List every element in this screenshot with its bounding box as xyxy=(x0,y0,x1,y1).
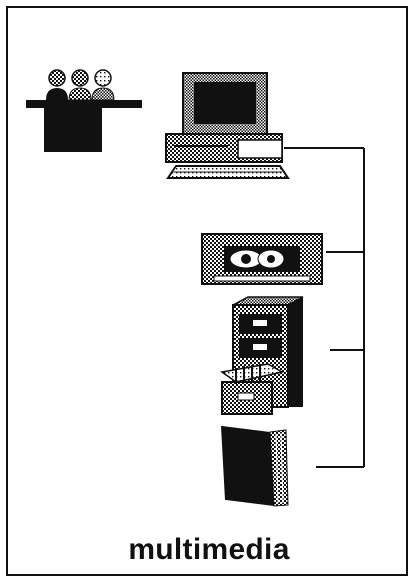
audience-panel-icon xyxy=(26,70,142,152)
book-icon xyxy=(222,426,288,506)
caption-label: multimedia xyxy=(0,533,418,567)
videotape-icon xyxy=(202,234,322,284)
filing-cabinet-icon xyxy=(222,297,303,414)
desktop-computer-icon xyxy=(166,73,288,178)
